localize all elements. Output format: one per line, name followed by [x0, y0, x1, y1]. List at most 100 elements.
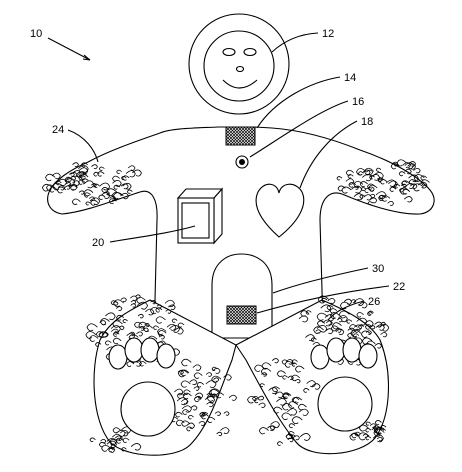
fur-curl [138, 326, 145, 331]
fur-curl [113, 184, 120, 190]
fur-curl [199, 412, 206, 417]
fur-curl [196, 382, 204, 388]
fur-curl [404, 162, 414, 170]
fur-curl [112, 433, 122, 441]
fur-curl [337, 315, 348, 323]
label-lower-grille: 22 [393, 281, 405, 293]
fur-curl [89, 196, 96, 201]
fur-curl [282, 375, 288, 380]
fur-curl [365, 428, 372, 433]
fur-curl [99, 182, 111, 191]
fur-curl [299, 433, 311, 441]
fur-curl [294, 378, 301, 384]
fur-curl [112, 180, 122, 187]
fur-curl [404, 196, 413, 203]
fur-curl [177, 369, 189, 378]
fur-curl [367, 311, 374, 316]
fur-curl [98, 194, 106, 200]
fur-curl [353, 185, 359, 190]
door-opening [211, 253, 273, 339]
fur-curl [193, 372, 203, 379]
fur-curl [322, 319, 332, 327]
fur-curl [130, 300, 137, 305]
fur-curl [116, 429, 126, 437]
fur-curl [107, 446, 116, 453]
fur-curl [187, 415, 194, 420]
fur-curl [83, 180, 95, 189]
fur-curl [401, 183, 407, 188]
fur-curl [150, 299, 157, 305]
fur-curl [122, 175, 130, 181]
fur-curl [353, 193, 364, 201]
label-door: 30 [372, 263, 384, 275]
fur-curl [349, 324, 358, 331]
fur-curl [64, 185, 71, 190]
fur-curl [121, 447, 127, 452]
fur-curl [294, 365, 305, 373]
fur-curl [305, 310, 312, 315]
fur-curl [359, 181, 368, 188]
fur-curl [181, 405, 192, 413]
fur-curl [98, 166, 105, 171]
fur-curl [69, 172, 75, 177]
fur-curl [261, 362, 272, 370]
fur-curl [145, 308, 155, 316]
fur-curl [93, 183, 100, 188]
fur-curl [402, 162, 411, 169]
fur-curl [365, 324, 373, 330]
fur-curl [284, 361, 294, 368]
fur-curl [204, 396, 216, 404]
fur-curl [401, 180, 411, 187]
fur-curl [353, 333, 360, 338]
fur-curl [359, 424, 369, 432]
fur-curl [153, 325, 160, 330]
fur-curl [112, 320, 123, 328]
fur-curl [211, 393, 218, 398]
fur-curl [290, 434, 297, 439]
fur-curl [380, 332, 388, 338]
fur-curl [95, 331, 105, 338]
label-head: 12 [322, 28, 334, 40]
fur-curl [364, 320, 374, 328]
nose [235, 65, 245, 73]
fur-curl [132, 169, 142, 177]
fur-curl [109, 195, 117, 201]
fur-curl [177, 370, 184, 375]
fur-curl [72, 180, 80, 186]
fur-curl [150, 306, 161, 315]
fur-curl [165, 309, 172, 314]
fur-curl [176, 397, 188, 406]
fur-curl [276, 441, 284, 446]
fur-curl [367, 183, 376, 190]
fur-curl [291, 359, 298, 364]
label-figure: 10 [30, 28, 42, 40]
fur-curl [365, 330, 372, 335]
fur-curl [374, 420, 382, 426]
fur-curl [52, 182, 64, 191]
fur-curl [46, 184, 55, 191]
fur-curl [56, 178, 67, 186]
fur-curl [378, 195, 385, 200]
fur-curl [212, 367, 221, 374]
label-leg-fur: 26 [368, 296, 380, 308]
fur-curl [373, 428, 385, 437]
fur-curl [404, 168, 412, 175]
fur-curl [116, 169, 122, 174]
fur-curl [112, 337, 122, 345]
fur-curl [156, 304, 163, 309]
fur-curl [101, 187, 110, 193]
fur-curl [169, 324, 181, 333]
fur-curl [341, 186, 352, 194]
fur-curl [78, 165, 89, 173]
left-eye [222, 47, 236, 57]
fur-curl [258, 427, 269, 435]
face-circle [203, 30, 275, 102]
fur-curl [347, 327, 356, 334]
fur-curl [115, 306, 123, 311]
fur-curl [371, 427, 379, 433]
fur-curl [347, 174, 354, 179]
fur-curl [173, 327, 184, 335]
fur-curl [83, 189, 94, 197]
label-heart: 18 [361, 116, 373, 128]
fur-curl [376, 436, 383, 442]
